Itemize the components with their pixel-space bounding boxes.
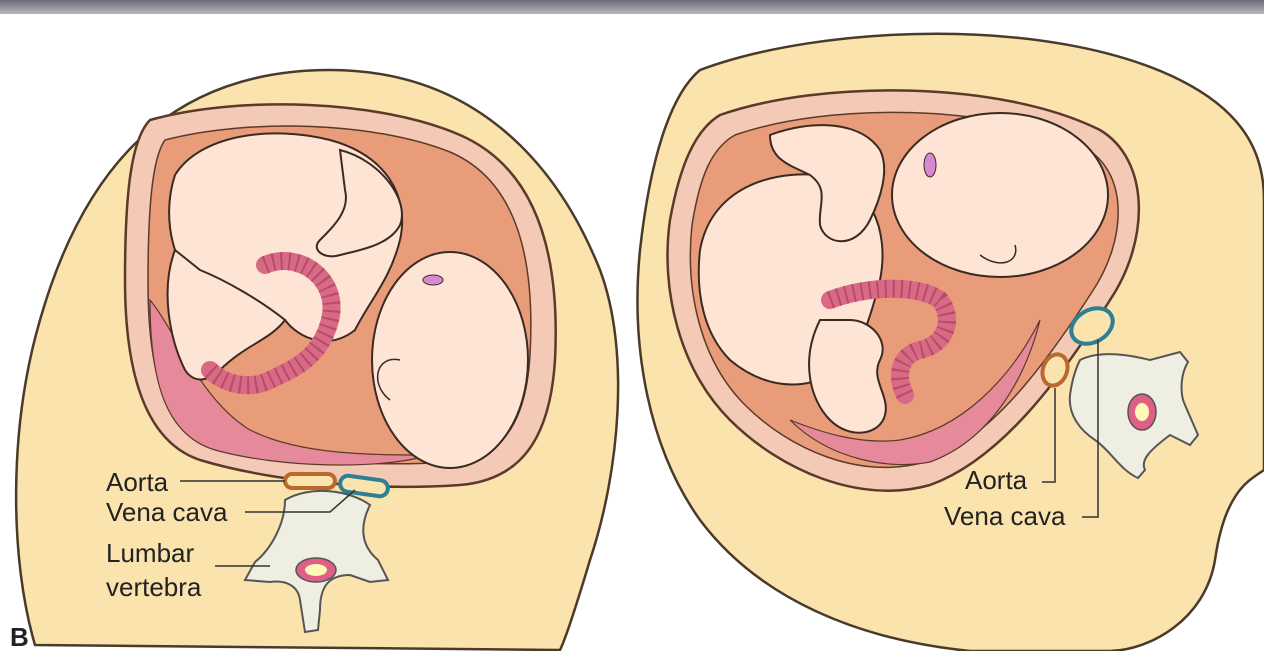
left-vena-cava-label: Vena cava bbox=[106, 499, 227, 525]
left-fetus-mouth bbox=[423, 275, 443, 285]
right-fetus-head bbox=[892, 113, 1108, 277]
left-lumbar-label: Lumbar bbox=[106, 540, 194, 566]
left-vertebra-label: vertebra bbox=[106, 574, 201, 600]
right-aorta-label: Aorta bbox=[965, 467, 1027, 493]
right-tilted-figure bbox=[638, 34, 1264, 651]
left-aorta-label: Aorta bbox=[106, 469, 168, 495]
right-vena-cava-label: Vena cava bbox=[944, 503, 1065, 529]
right-fetus-mouth bbox=[924, 153, 936, 177]
left-aorta-vessel bbox=[285, 474, 335, 488]
panel-letter: B bbox=[10, 622, 29, 653]
